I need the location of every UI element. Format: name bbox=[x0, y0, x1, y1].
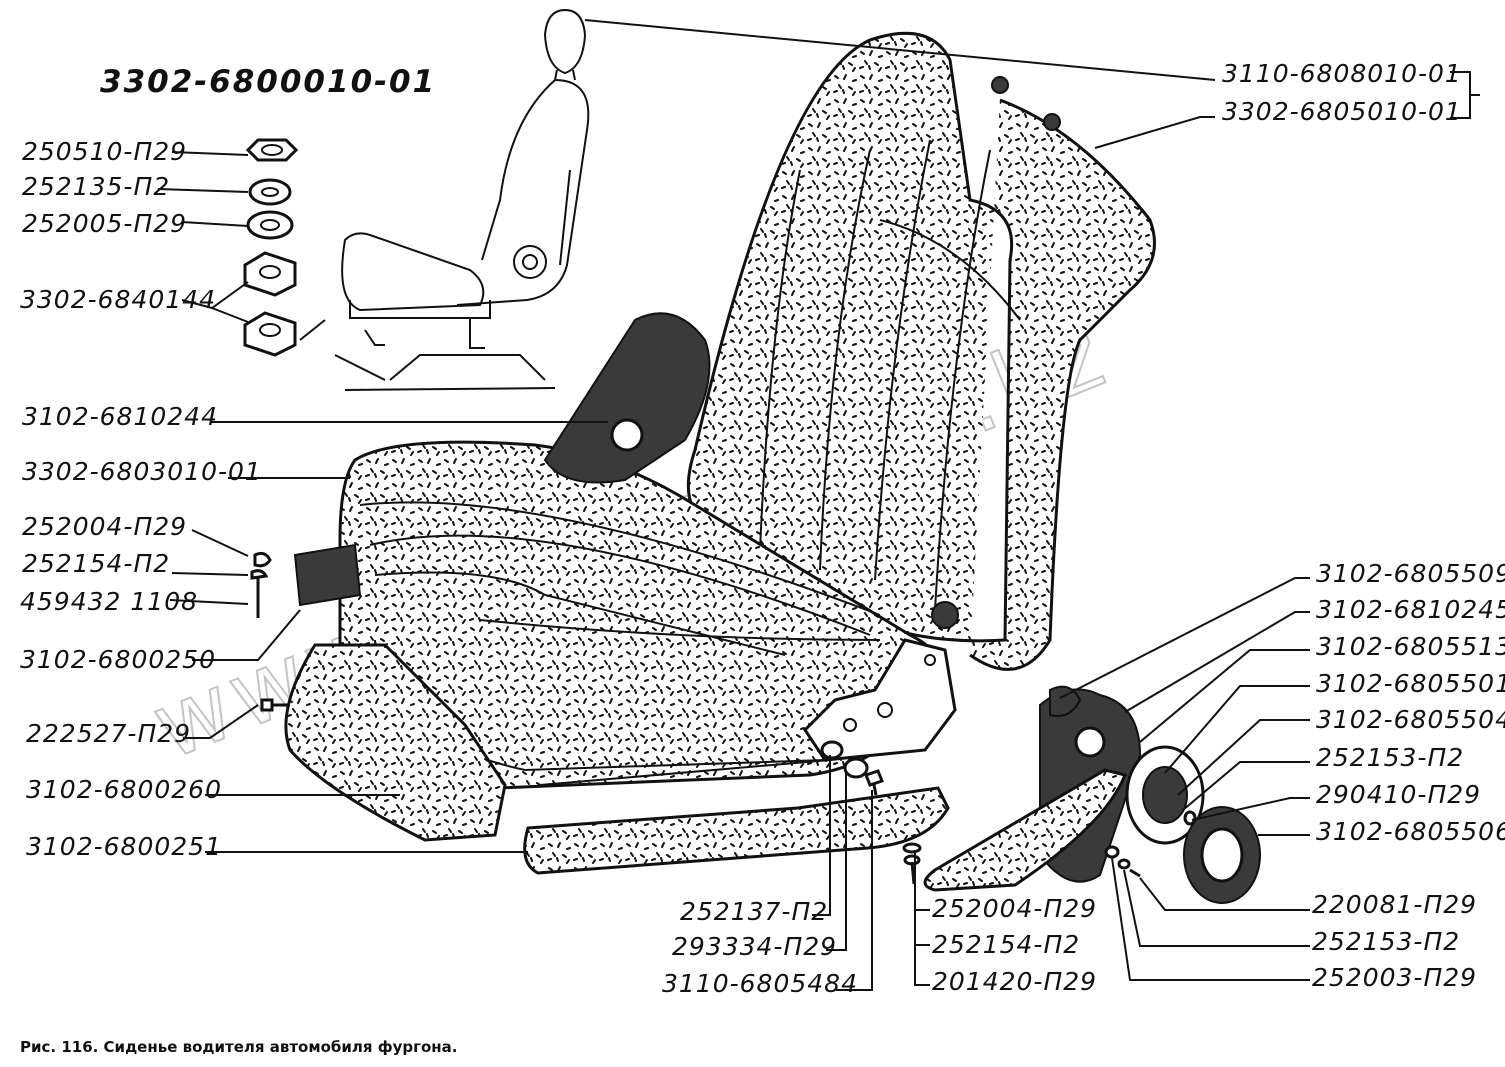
label-252154-p2-bottom: 252154-П2 bbox=[932, 930, 1080, 959]
label-3302-6840144: 3302-6840144 bbox=[20, 285, 216, 314]
label-3102-6800260: 3102-6800260 bbox=[26, 775, 222, 804]
label-3102-6805506: 3102-6805506 bbox=[1316, 817, 1505, 846]
label-252003-p29: 252003-П29 bbox=[1312, 963, 1477, 992]
front-trim-strip-illustration bbox=[523, 786, 950, 875]
seat-back-button-icon bbox=[1043, 113, 1061, 131]
diagram-title: 3302-6800010-01 bbox=[100, 64, 436, 100]
leader-lines bbox=[157, 19, 1480, 991]
seat-back-seam-lines bbox=[759, 139, 1021, 611]
figure-caption: Рис. 116. Сиденье водителя автомобиля фу… bbox=[20, 1038, 457, 1056]
recliner-pivot-icon bbox=[931, 601, 959, 629]
part-labels: 3110-6808010-01 3302-6805010-01 250510-П… bbox=[20, 59, 1505, 998]
label-3302-6803010-01: 3302-6803010-01 bbox=[22, 457, 262, 486]
label-3102-6805504: 3102-6805504 bbox=[1316, 705, 1505, 734]
label-459432-1108: 459432 1108 bbox=[20, 587, 198, 616]
seat-back-button-icon bbox=[991, 76, 1009, 94]
seat-lever-illustration bbox=[293, 543, 362, 607]
fastener-stack-illustration bbox=[243, 138, 299, 357]
label-252004-p29-bottom: 252004-П29 bbox=[932, 894, 1097, 923]
label-252153-p2-upper: 252153-П2 bbox=[1316, 743, 1464, 772]
label-250510-p29: 250510-П29 bbox=[22, 137, 187, 166]
label-201420-p29: 201420-П29 bbox=[932, 967, 1097, 996]
label-290410-p29: 290410-П29 bbox=[1316, 780, 1481, 809]
label-3102-6805509: 3102-6805509 bbox=[1316, 559, 1505, 588]
label-252137-p2: 252137-П2 bbox=[680, 897, 828, 926]
label-252135-p2: 252135-П2 bbox=[22, 172, 170, 201]
label-3102-6810245: 3102-6810245 bbox=[1316, 595, 1505, 624]
label-220081-p29: 220081-П29 bbox=[1312, 890, 1477, 919]
label-252153-p2-lower: 252153-П2 bbox=[1312, 927, 1460, 956]
seat-cushion-seam-lines bbox=[359, 501, 881, 656]
label-3110-6805484: 3110-6805484 bbox=[662, 969, 858, 998]
label-252154-p2-left: 252154-П2 bbox=[22, 549, 170, 578]
label-3302-6805010-01: 3302-6805010-01 bbox=[1222, 97, 1462, 126]
backrest-bracket-illustration bbox=[543, 312, 711, 484]
label-293334-p29: 293334-П29 bbox=[672, 932, 837, 961]
label-222527-p29: 222527-П29 bbox=[26, 719, 191, 748]
label-3102-6805513: 3102-6805513 bbox=[1316, 632, 1505, 661]
handwheel-icon bbox=[610, 418, 644, 452]
label-252004-p29-left: 252004-П29 bbox=[22, 512, 187, 541]
label-3102-6800250: 3102-6800250 bbox=[20, 645, 216, 674]
label-3110-6808010-01: 3110-6808010-01 bbox=[1222, 59, 1462, 88]
side-trim-panel-illustration bbox=[284, 643, 507, 842]
label-3102-6800251: 3102-6800251 bbox=[26, 832, 222, 861]
seat-side-view-illustration bbox=[299, 8, 590, 391]
recliner-mechanism-illustration bbox=[923, 685, 1261, 904]
label-3102-6805501: 3102-6805501 bbox=[1316, 669, 1505, 698]
label-3102-6810244: 3102-6810244 bbox=[22, 402, 218, 431]
label-252005-p29: 252005-П29 bbox=[22, 209, 187, 238]
